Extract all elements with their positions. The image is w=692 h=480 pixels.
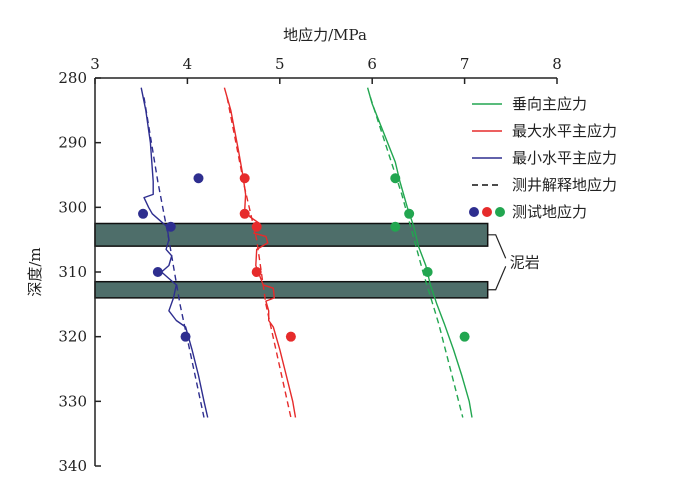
measured-point-max-horizontal bbox=[251, 221, 262, 232]
legend-label: 最大水平主应力 bbox=[512, 122, 617, 140]
mudstone-layers bbox=[94, 222, 489, 299]
legend-label: 测井解释地应力 bbox=[512, 176, 617, 194]
measured-points bbox=[138, 173, 470, 342]
x-axis-title: 地应力/MPa bbox=[283, 26, 367, 44]
measured-point-vertical bbox=[404, 208, 415, 219]
measured-point-min-horizontal bbox=[193, 173, 204, 184]
y-tick-label: 330 bbox=[58, 392, 87, 410]
annotation-leader-upper bbox=[487, 234, 507, 259]
mudstone-layer-1 bbox=[94, 222, 489, 247]
measured-point-min-horizontal bbox=[165, 221, 176, 232]
stress-profiles bbox=[140, 87, 473, 418]
x-tick-label: 4 bbox=[183, 55, 193, 73]
measured-point-min-horizontal bbox=[138, 208, 149, 219]
mudstone-annotation: 泥岩 bbox=[487, 234, 540, 291]
series-line-max-horizontal bbox=[223, 87, 297, 418]
interpreted-line-min-horizontal bbox=[143, 97, 205, 418]
legend-swatch-dot bbox=[495, 207, 505, 217]
x-tick-label: 5 bbox=[275, 55, 285, 73]
axes: 3 4 5 6 7 8 280 290 300 310 320 330 340 bbox=[58, 55, 561, 475]
legend-label: 测试地应力 bbox=[512, 203, 587, 221]
y-axis-title: 深度/m bbox=[26, 247, 44, 296]
measured-point-max-horizontal bbox=[251, 267, 262, 277]
measured-point-vertical bbox=[390, 173, 401, 184]
interpreted-line-vertical bbox=[369, 97, 464, 418]
y-tick-label: 320 bbox=[58, 328, 87, 346]
measured-point-min-horizontal bbox=[180, 331, 191, 342]
legend-swatch-dot bbox=[469, 207, 479, 217]
legend-label: 垂向主应力 bbox=[512, 95, 587, 113]
measured-point-vertical bbox=[459, 331, 470, 342]
measured-point-vertical bbox=[422, 267, 433, 277]
y-tick-label: 290 bbox=[58, 134, 87, 152]
y-tick-label: 310 bbox=[58, 263, 87, 281]
measured-point-max-horizontal bbox=[239, 173, 250, 184]
measured-point-max-horizontal bbox=[285, 331, 296, 342]
legend-swatch-dot bbox=[482, 207, 492, 217]
interpreted-line-max-horizontal bbox=[226, 97, 292, 418]
annotation-leader-lower bbox=[487, 266, 507, 291]
y-tick-label: 300 bbox=[58, 198, 87, 216]
measured-point-vertical bbox=[390, 221, 401, 232]
y-tick-label: 280 bbox=[58, 69, 87, 87]
x-tick-label: 8 bbox=[552, 55, 562, 73]
annotation-label: 泥岩 bbox=[510, 253, 540, 271]
x-tick-label: 7 bbox=[460, 55, 470, 73]
measured-point-max-horizontal bbox=[239, 208, 250, 219]
x-tick-label: 6 bbox=[367, 55, 377, 73]
series-line-vertical bbox=[366, 87, 473, 418]
x-tick-label: 3 bbox=[90, 55, 100, 73]
y-tick-label: 340 bbox=[58, 457, 87, 475]
measured-point-min-horizontal bbox=[152, 267, 163, 277]
legend-label: 最小水平主应力 bbox=[512, 149, 617, 167]
